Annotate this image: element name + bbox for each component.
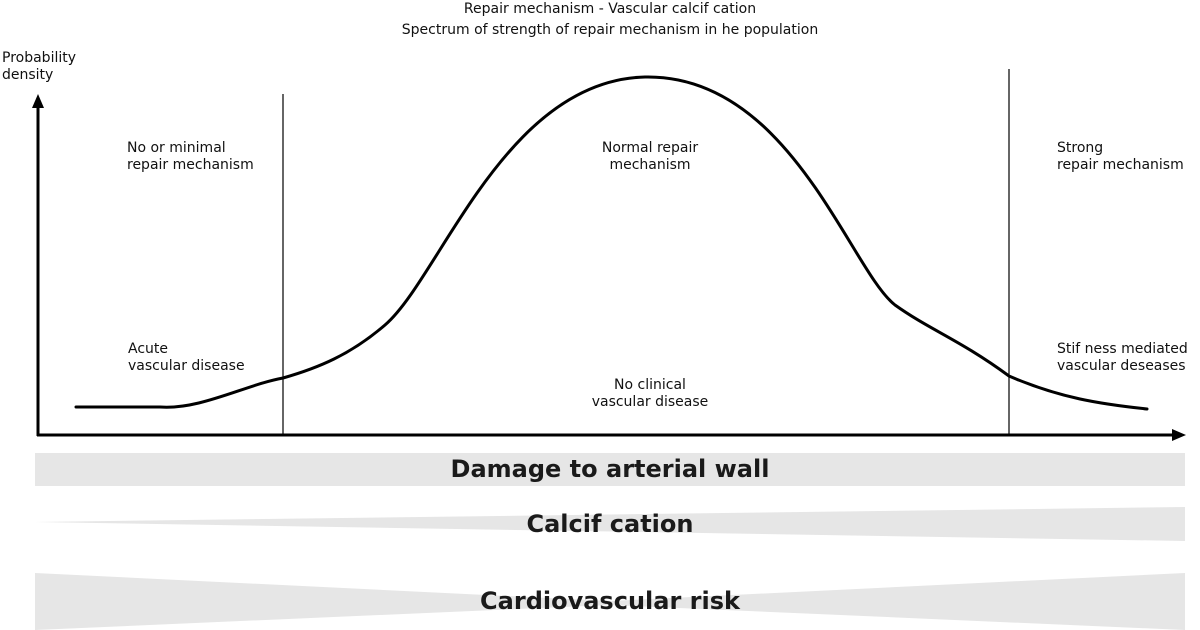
region-label-acute-disease-line1: Acute <box>128 341 169 357</box>
y-axis-label-line1: Probability <box>2 50 77 66</box>
region-label-strong-repair-line1: Strong <box>1057 140 1104 156</box>
y-axis-label-line2: density <box>2 67 54 83</box>
region-label-no-clinical-disease-line1: No clinical <box>614 377 686 393</box>
calcification-band <box>35 507 1185 541</box>
region-label-acute-disease: Acute vascular disease <box>128 341 245 375</box>
region-label-no-clinical-disease-line2: vascular disease <box>591 394 709 410</box>
region-label-stiffness-disease: Stif ness mediated vascular deseases <box>1057 341 1188 375</box>
cardiovascular-risk-band-label: Cardiovascular risk <box>480 587 740 615</box>
distribution-curve <box>74 75 1149 411</box>
diagram-title: Repair mechanism - Vascular calcif catio… <box>463 1 757 17</box>
region-label-normal-repair: Normal repair mechanism <box>580 140 720 174</box>
region-label-acute-disease-line2: vascular disease <box>128 358 245 374</box>
diagram-subtitle: Spectrum of strength of repair mechanism… <box>401 22 819 38</box>
cardiovascular-risk-band <box>35 573 1185 630</box>
region-label-stiffness-disease-line1: Stif ness mediated <box>1057 341 1188 357</box>
region-label-no-clinical-disease: No clinical vascular disease <box>570 377 730 411</box>
region-label-no-repair: No or minimal repair mechanism <box>127 140 254 174</box>
damage-band <box>35 453 1185 486</box>
x-axis-arrowhead <box>1172 429 1186 441</box>
region-label-no-repair-line1: No or minimal <box>127 140 226 156</box>
y-axis-label: Probability density <box>2 50 76 84</box>
damage-band-label: Damage to arterial wall <box>450 455 770 483</box>
region-label-normal-repair-line2: mechanism <box>609 157 691 173</box>
region-label-no-repair-line2: repair mechanism <box>127 157 254 173</box>
region-label-strong-repair: Strong repair mechanism <box>1057 140 1184 174</box>
calcification-band-label: Calcif cation <box>526 510 694 538</box>
region-label-strong-repair-line2: repair mechanism <box>1057 157 1184 173</box>
region-label-normal-repair-line1: Normal repair <box>601 140 699 156</box>
y-axis-arrowhead <box>32 94 44 108</box>
region-label-stiffness-disease-line2: vascular deseases <box>1057 358 1186 374</box>
